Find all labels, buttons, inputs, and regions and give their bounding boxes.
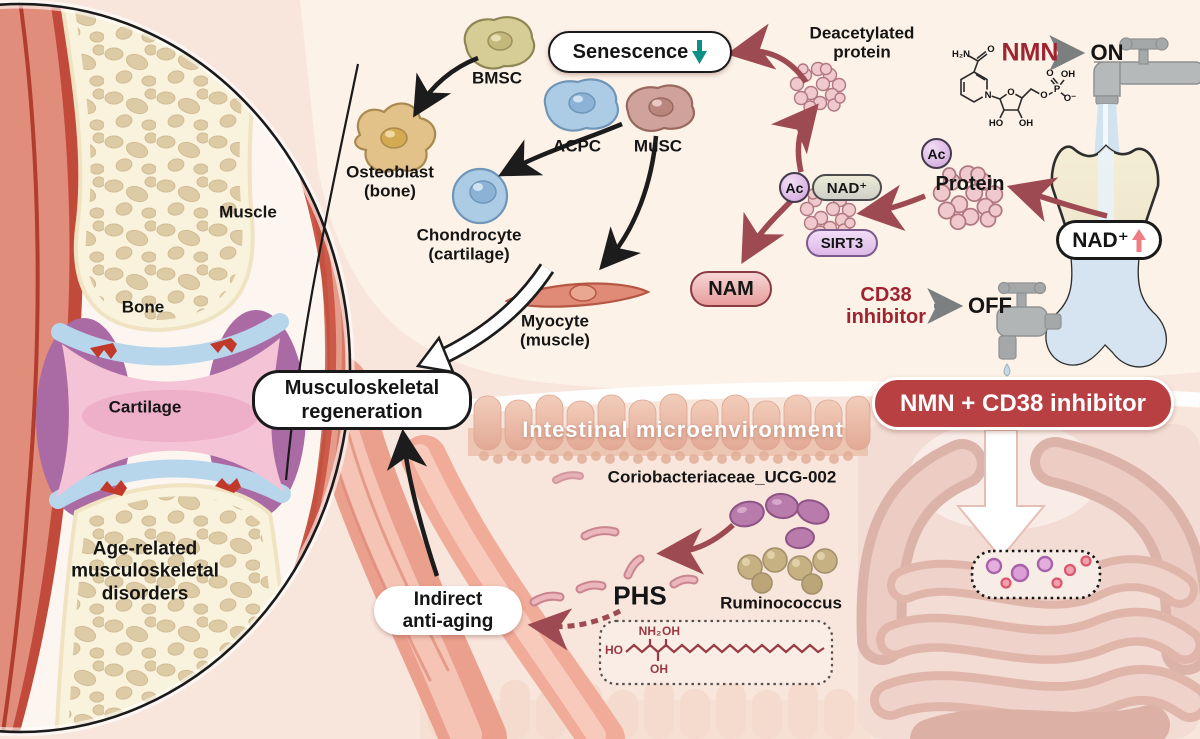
phs-dashed-arrow — [527, 608, 622, 651]
senescence-pill: Senescence — [548, 31, 732, 73]
left-muscle — [0, 4, 83, 732]
nad-up-arrow-icon — [1131, 228, 1146, 252]
sirt3-pill: SIRT3 — [806, 229, 878, 257]
phs-structure — [598, 619, 834, 686]
bone-label: Bone — [121, 297, 165, 317]
svg-text:NH₂: NH₂ — [639, 624, 662, 638]
myocyte-cell — [504, 282, 651, 308]
svg-text:O⁻: O⁻ — [1064, 93, 1076, 104]
svg-text:HO: HO — [605, 643, 623, 657]
ac-badge: Ac — [921, 138, 952, 169]
off-faucet-icon — [996, 281, 1062, 377]
svg-text:H₂N: H₂N — [952, 49, 970, 60]
nmn-label: NMN — [1001, 38, 1059, 67]
svg-text:O: O — [987, 44, 994, 55]
svg-text:HO: HO — [989, 118, 1003, 129]
svg-text:O: O — [1046, 68, 1053, 79]
intestinal-microenvironment-label: Intestinal microenvironment — [522, 416, 844, 442]
switch-arrows — [927, 35, 1086, 324]
bmsc-label: BMSC — [471, 68, 523, 88]
regeneration-pill: Musculoskeletal regeneration — [252, 370, 472, 430]
phs-rod-bacteria — [529, 471, 699, 607]
cartilage-upper — [51, 313, 289, 366]
on-label: ON — [1090, 39, 1124, 65]
muscle-label: Muscle — [219, 202, 277, 222]
nmn-cd38-banner: NMN + CD38 inhibitor — [872, 377, 1174, 430]
indirect-anti-aging-pill: Indirect anti-aging — [374, 586, 522, 635]
nad-increase-pill: NAD⁺ — [1056, 220, 1162, 260]
chondrocyte-label: Chondrocyte (cartilage) — [416, 225, 522, 263]
cartilage-lower — [49, 459, 291, 509]
inset-border — [0, 2, 352, 734]
degeneration-marks — [90, 338, 241, 496]
svg-text:P: P — [1054, 84, 1061, 95]
svg-text:OH: OH — [662, 624, 680, 638]
intestine-illustration — [856, 420, 1200, 739]
musc-cell — [625, 84, 695, 132]
senescence-down-arrow-icon — [692, 40, 708, 64]
protein-label: Protein — [935, 173, 1005, 195]
coriobacteriaceae-bacteria — [729, 492, 830, 550]
villi-band — [468, 393, 871, 464]
chondrocyte-cell — [451, 167, 509, 225]
phs-label: PHS — [613, 580, 667, 611]
myocyte-label: Myocyte (muscle) — [520, 311, 590, 349]
ac-badge: Ac — [779, 172, 810, 203]
lower-bone — [53, 483, 295, 732]
coriobacteriaceae-label: Coriobacteriaceae_UCG-002 — [607, 467, 837, 487]
acpc-cell — [543, 78, 619, 132]
svg-text:N: N — [985, 90, 992, 101]
cartilage-label: Cartilage — [108, 397, 182, 417]
svg-text:OH: OH — [650, 662, 668, 676]
nmn-structure — [960, 50, 1066, 119]
nam-pill: NAM — [690, 271, 772, 307]
ruminococcus-label: Ruminococcus — [720, 593, 842, 613]
phs-structure-labels: HO NH₂ OH OH — [605, 624, 680, 676]
on-faucet-icon — [1093, 37, 1200, 160]
ruminococcus-bacteria — [737, 547, 838, 595]
nmn-structure-labels: H₂N O N O HO OH O P O OH O⁻ — [952, 44, 1076, 129]
svg-text:O: O — [1007, 87, 1014, 98]
differentiation-arrows — [386, 55, 659, 577]
regeneration-arrow — [415, 263, 555, 374]
cd38-inhibitor-label: CD38 inhibitor — [846, 284, 926, 328]
microbe-capsule — [970, 549, 1102, 600]
joint-space-core — [82, 390, 258, 442]
musc-label: MuSC — [633, 136, 683, 156]
delivery-arrow — [955, 429, 1047, 560]
svg-text:OH: OH — [1061, 69, 1075, 80]
nad-plus-pill: NAD⁺ — [812, 174, 882, 201]
svg-text:OH: OH — [1019, 118, 1033, 129]
svg-text:O: O — [1040, 90, 1047, 101]
bmsc-cell — [463, 16, 536, 70]
off-label: OFF — [968, 292, 1012, 318]
deacetylated-protein-label: Deacetylated protein — [809, 23, 915, 61]
upper-bone — [57, 4, 265, 333]
disorders-label: Age-related musculoskeletal disorders — [71, 538, 219, 605]
acpc-label: ACPC — [552, 136, 602, 156]
osteoblast-cell — [354, 102, 437, 173]
osteoblast-label: Osteoblast (bone) — [346, 162, 434, 200]
